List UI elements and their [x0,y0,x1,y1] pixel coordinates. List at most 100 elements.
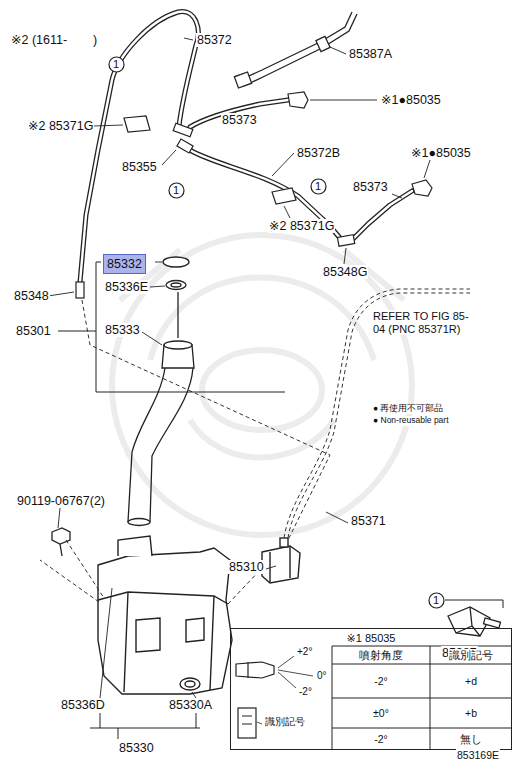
leader-lines-stroke [155,262,162,263]
part-number: 90119-06767(2) [16,494,106,508]
watermark-stroke [190,420,334,458]
leader-lines-stroke [284,206,290,218]
tank-stroke [180,678,200,690]
part-number: ※2 (1611- ) [10,33,98,47]
part-number: ※2 85371G [268,219,335,233]
part-number: ※1●85035 [410,146,472,160]
nozzle-detail-stroke [278,656,313,688]
dashed-routes-stroke [66,540,104,598]
hose-inner-stroke [80,12,412,282]
tank-stroke [136,618,204,652]
filler-parts-stroke [164,341,192,349]
pump-stroke [262,546,300,583]
hose-clip [234,12,357,88]
callout-number: 85332 [107,257,142,271]
part-number: 85387A [348,47,393,61]
filler-parts [127,257,194,552]
leader-lines-stroke [330,47,346,54]
leader-lines-stroke [150,286,165,287]
circle-outline [109,57,124,72]
table-header: 噴射角度 [358,649,404,661]
table-cell: +b [464,707,478,719]
hose-joints-stroke [337,235,354,247]
hose-joints-stroke [76,282,84,298]
leader-lines-stroke [392,194,402,198]
leader-lines-stroke [48,292,74,296]
reference-circle: 1 [108,56,125,73]
leader-lines-stroke [272,153,294,176]
leader-lines-stroke [344,248,346,264]
dashed-routes-stroke [82,300,330,540]
angle-label: -2° [298,686,313,698]
reference-circle: 1 [428,592,445,609]
leader-lines-stroke [162,150,176,165]
part-number: 85373 [221,113,258,127]
part-number: ※1●85035 [380,93,442,107]
part-number: 85336E [104,280,149,294]
tank-stroke [185,681,195,687]
angle-label: 0° [316,670,328,682]
tank [98,536,232,694]
table-heading: ※1 85035 [231,629,511,644]
hose-joints-stroke [173,123,193,137]
bracket-lines [58,262,503,739]
marking-label: 識別記号 [264,717,306,728]
bracket-lines-stroke [90,713,200,739]
watermark-stroke [112,235,412,535]
table-cell: +d [464,675,478,687]
highlighted-part-number: 85332 [103,254,146,274]
circle-outline [169,183,184,198]
filler-parts-stroke [166,281,186,290]
part-number: REFER TO FIG 85-04 (PNC 85371R) [372,310,474,335]
leader-lines [48,38,430,698]
hose-outline [80,12,412,282]
hose-joints-stroke [177,139,193,153]
dashed-routes-stroke [40,560,99,602]
hose-clip-stroke [240,12,352,80]
hose-joints [76,92,432,298]
leader-lines-stroke [142,332,162,345]
leader-lines-stroke [310,100,377,101]
tank-stroke [98,592,228,692]
part-number: 85330A [168,698,213,712]
part-number: 85371 [350,514,387,528]
part-number: 85330 [118,741,155,755]
table-cell: 無し [459,733,483,745]
nozzle-detail-stroke [257,722,262,724]
hose-clip-stroke [234,72,251,88]
part-number: 85372B [296,146,341,160]
bracket-lines-stroke [445,600,503,608]
part-number: 85333 [104,323,141,337]
clip-detail-stroke [483,618,500,628]
leader-lines-stroke [326,512,348,523]
leader-lines-stroke [94,125,123,126]
nozzle-detail [236,656,313,738]
reference-circle: 1 [168,182,185,199]
filler-parts-stroke [171,283,181,287]
leader-lines-stroke [184,38,193,40]
callout-number: 1 [433,595,439,606]
hose-joints-stroke [124,116,150,132]
part-number: 85372 [196,33,233,47]
table-grid-stroke [332,646,512,728]
table-grid [332,646,512,750]
part-number: 85355 [121,160,158,174]
table-cell: ±0° [372,707,390,719]
clip-detail-stroke [456,607,480,636]
hose-outline-stroke [80,12,412,282]
filler-parts-stroke [163,257,189,267]
nozzle-detail-stroke [247,662,248,678]
leader-lines-stroke [424,160,430,178]
table-cell: -2° [373,733,389,745]
clip-detail [448,607,501,636]
watermark-stroke [202,350,322,430]
part-number: ※2 85371G [27,119,94,133]
nozzle-detail-stroke [238,708,256,738]
part-number: 85348 [13,289,50,303]
bracket-lines-stroke [96,262,285,392]
tank-stroke [98,548,232,694]
hose-joints-stroke [412,180,432,196]
pump [262,538,300,583]
pump-stroke [270,547,290,582]
hose-joints-stroke [272,188,296,204]
